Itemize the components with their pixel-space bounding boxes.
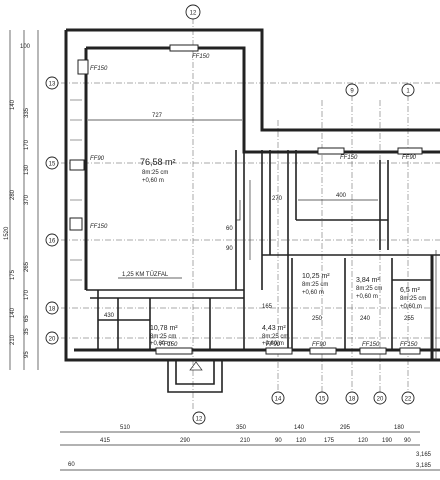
dim-bottom-r2-6: 175 (324, 438, 335, 444)
dim-left-c1-9: 95 (24, 351, 30, 358)
dim-mid-h: 430 (104, 313, 115, 319)
room-area-r3: 6,5 m² (400, 287, 421, 294)
dim-small2: 90 (226, 246, 233, 252)
dim-mid-room: 400 (336, 193, 347, 199)
room-area-small: 4,43 m² (262, 325, 286, 332)
dim-left-c1-6: 170 (24, 289, 30, 300)
room-height-mid: +0,60 m (150, 341, 172, 347)
dim-bottom-right-1: 3,165 (416, 452, 432, 458)
dim-top-inner: 727 (152, 113, 163, 119)
axis-label-left-1: 13 (49, 82, 56, 88)
axis-label-right-2: 1 (406, 89, 410, 95)
dim-bottom-r2-8: 190 (382, 438, 393, 444)
axis-label-left-5: 20 (49, 337, 56, 343)
room-height-r2: +0,60 m (356, 294, 378, 300)
window-label: FF150 (192, 54, 210, 60)
room-size-big: 8m:25 cm (142, 170, 168, 176)
dim-d2: 240 (360, 316, 371, 322)
left-dimension-chain: 100 335 170 130 370 265 170 65 35 95 152… (4, 30, 39, 370)
walls (64, 28, 440, 362)
dim-bottom-3: 140 (294, 425, 305, 431)
dim-bottom-r2-1: 415 (100, 438, 111, 444)
room-height-r1: +0,60 m (302, 290, 324, 296)
dim-bottom-right-2: 3,185 (416, 463, 432, 469)
dim-left-c1-2: 170 (24, 139, 30, 150)
axis-label-left-2: 15 (49, 162, 56, 168)
axis-label-left-3: 16 (49, 239, 56, 245)
dim-bottom-r2-7: 120 (358, 438, 369, 444)
dim-bottom-left: 60 (68, 462, 75, 468)
dim-left-c2-4: 175 (10, 269, 16, 280)
dim-left-c1-7: 65 (24, 315, 30, 322)
room-area-big: 76,58 m² (140, 157, 176, 167)
room-area-r1: 10,25 m² (302, 273, 330, 280)
dim-bottom-r2-5: 120 (296, 438, 307, 444)
dim-d5: 270 (272, 196, 283, 202)
window-label: FF90 (90, 156, 105, 162)
dim-bottom-r2-3: 210 (240, 438, 251, 444)
window-label: FF90 (266, 342, 281, 348)
dim-left-c1-5: 265 (24, 261, 30, 272)
axis-label-bottom-3: 15 (319, 397, 326, 403)
dim-left-c2-3: 280 (10, 189, 16, 200)
axis-label-bottom-1: 12 (196, 417, 203, 423)
dim-left-c2-1: 1520 (4, 226, 10, 240)
room-size-small: 8m:25 cm (262, 334, 288, 340)
window-label: FF90 (402, 155, 417, 161)
dim-left-c2-2: 140 (10, 99, 16, 110)
axis-label-bottom-6: 22 (405, 397, 412, 403)
room-height-r3: +0,60 m (400, 304, 422, 310)
window-label: FF150 (362, 342, 380, 348)
room-size-r1: 8m:25 cm (302, 282, 328, 288)
windows: FF150 FF150 FF90 FF150 FF150 FF90 FF90 F… (69, 44, 423, 355)
dim-left-top: 100 (20, 44, 31, 50)
dim-small1: 60 (226, 226, 233, 232)
room-area-r2: 3,84 m² (356, 277, 380, 284)
entrance-porch (167, 360, 223, 393)
dim-bottom-2: 350 (236, 425, 247, 431)
axis-bubbles: 12 9 1 13 15 16 18 20 12 14 15 18 20 22 (45, 4, 415, 425)
dim-left-c2-6: 210 (10, 334, 16, 345)
window-label: FF150 (90, 224, 108, 230)
room-labels: 76,58 m² 8m:25 cm +0,60 m 10,78 m² 8m:25… (118, 157, 426, 347)
dim-bottom-4: 295 (340, 425, 351, 431)
bottom-dimension-chain: 510 350 140 295 180 415 290 210 90 120 1… (60, 425, 440, 471)
window-label: FF150 (160, 342, 178, 348)
dim-bottom-5: 180 (394, 425, 405, 431)
axis-label-left-4: 18 (49, 307, 56, 313)
axis-label-bottom-4: 18 (349, 397, 356, 403)
dim-left-c2-5: 140 (10, 307, 16, 318)
dim-bottom-r2-4: 90 (275, 438, 282, 444)
room-size-r2: 8m:25 cm (356, 286, 382, 292)
axis-label-right-1: 9 (350, 89, 354, 95)
dim-left-c1-1: 335 (24, 107, 30, 118)
dim-left-c1-3: 130 (24, 164, 30, 175)
room-height-small: +0,60 m (262, 341, 284, 347)
axis-label-top: 12 (190, 11, 197, 17)
window-label: FF150 (90, 66, 108, 72)
window-label: FF150 (340, 155, 358, 161)
axis-label-bottom-2: 14 (275, 397, 282, 403)
dim-left-c1-4: 370 (24, 194, 30, 205)
dim-d1: 250 (312, 316, 323, 322)
window-label: FF150 (400, 342, 418, 348)
room-height-big: +0,60 m (142, 178, 164, 184)
room-area-mid: 10,78 m² (150, 325, 178, 332)
room-size-r3: 8m:25 cm (400, 296, 426, 302)
dim-d3: 255 (404, 316, 415, 322)
inner-dimensions: 727 400 430 250 240 255 165 270 60 90 (88, 113, 415, 322)
dim-left-c1-8: 35 (24, 328, 30, 335)
dim-d4: 165 (262, 304, 273, 310)
window-label: FF90 (312, 342, 327, 348)
dim-bottom-r2-9: 90 (404, 438, 411, 444)
room-size-mid: 8m:25 cm (150, 334, 176, 340)
firewall-annotation: 1,25 KM TŰZFAL (122, 271, 169, 278)
dim-bottom-r2-2: 290 (180, 438, 191, 444)
dim-bottom-1: 510 (120, 425, 131, 431)
axis-label-bottom-5: 20 (377, 397, 384, 403)
